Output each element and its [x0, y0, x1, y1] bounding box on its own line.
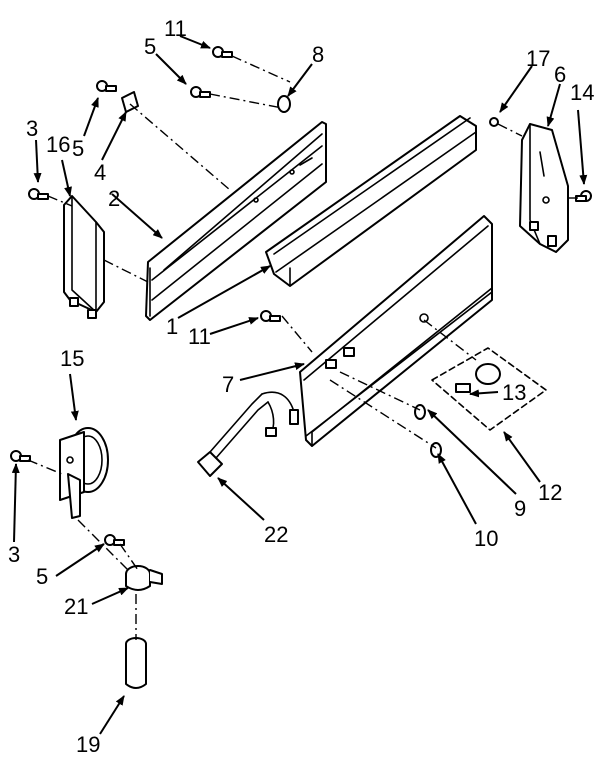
callout-5-bottom: 5	[36, 564, 48, 589]
callout-10: 10	[474, 526, 498, 551]
left-end-bracket-part	[63, 195, 105, 319]
callout-11-mid: 11	[188, 324, 211, 349]
callout-17: 17	[526, 46, 550, 71]
upper-manifold-panel-part	[265, 115, 477, 287]
callout-7: 7	[222, 372, 234, 397]
callout-1: 1	[166, 314, 178, 339]
callout-6: 6	[554, 62, 566, 87]
screw-part-5-left	[96, 80, 117, 92]
orifice-part	[125, 637, 147, 689]
callout-4: 4	[94, 160, 106, 185]
screw-part-3-top	[28, 188, 49, 200]
valve-regulator-part	[59, 427, 109, 519]
callout-5-left: 5	[72, 136, 84, 161]
grommet-part-9	[414, 404, 426, 420]
clamp-part	[125, 565, 163, 591]
callout-2: 2	[108, 186, 120, 211]
right-end-bracket-part	[519, 123, 569, 253]
clip-part-17	[489, 117, 499, 127]
main-control-panel-part	[299, 215, 493, 447]
callout-22: 22	[264, 522, 288, 547]
screw-part-11-mid	[260, 310, 281, 322]
callout-8: 8	[312, 42, 324, 67]
callout-11-top: 11	[164, 16, 187, 41]
callout-3-bottom: 3	[8, 542, 20, 567]
wire-harness-part	[197, 391, 299, 477]
callout-14: 14	[570, 80, 594, 105]
callout-21: 21	[64, 594, 88, 619]
callout-3-top: 3	[26, 116, 38, 141]
rear-channel-bracket-part	[145, 121, 327, 321]
screw-part-3-bottom	[10, 450, 31, 462]
screw-part-5-bottom	[104, 534, 125, 546]
screw-part-14	[575, 190, 592, 202]
callout-19: 19	[76, 732, 100, 757]
alignment-lines	[27, 55, 578, 640]
callout-labels: 1 2 3 3 4 5 5 5 6 7 8 9 10 11 11 12 13 1…	[8, 16, 594, 757]
callout-15: 15	[60, 346, 84, 371]
screw-part-11-top	[212, 46, 233, 58]
callout-12: 12	[538, 480, 562, 505]
callout-16: 16	[46, 132, 70, 157]
leader-arrows	[11, 35, 588, 735]
callout-5-top: 5	[144, 34, 156, 59]
screw-part-5-top	[190, 86, 211, 98]
callout-13: 13	[502, 380, 526, 405]
grommet-part-8	[277, 95, 291, 113]
switch-part	[431, 347, 547, 431]
callout-9: 9	[514, 496, 526, 521]
